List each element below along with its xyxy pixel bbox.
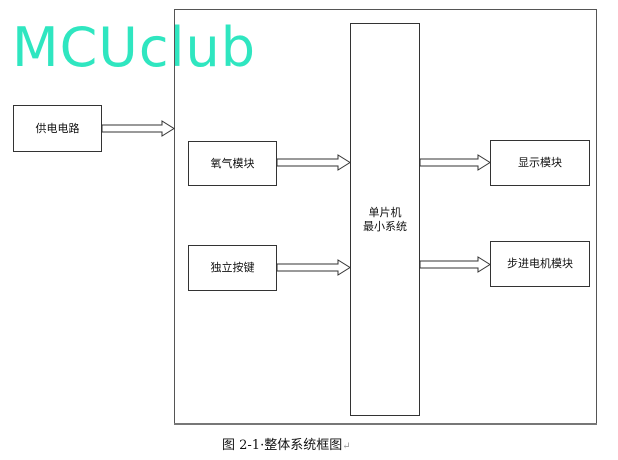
arrow-oxygen (276, 154, 351, 171)
paragraph-mark: ↵ (342, 441, 351, 452)
mcu-label-1: 单片机 (368, 205, 402, 219)
oxygen-module-block: 氧气模块 (188, 141, 277, 186)
caption-text: 图 2-1·整体系统框图 (222, 438, 343, 453)
stepper-block: 步进电机模块 (490, 241, 590, 287)
mcuclub-logo: MCUclub (12, 16, 257, 79)
mcu-block: 单片机 最小系统 (350, 23, 420, 416)
divider (174, 423, 597, 425)
arrow-stepper (419, 256, 491, 273)
arrow-keys (276, 259, 351, 276)
mcu-label-2: 最小系统 (363, 219, 407, 233)
keys-block: 独立按键 (188, 245, 277, 291)
display-block: 显示模块 (490, 140, 590, 186)
arrow-display (419, 154, 491, 171)
figure-caption: 图 2-1·整体系统框图↵ (222, 434, 351, 453)
power-block: 供电电路 (13, 105, 102, 152)
arrow-power (101, 120, 175, 137)
